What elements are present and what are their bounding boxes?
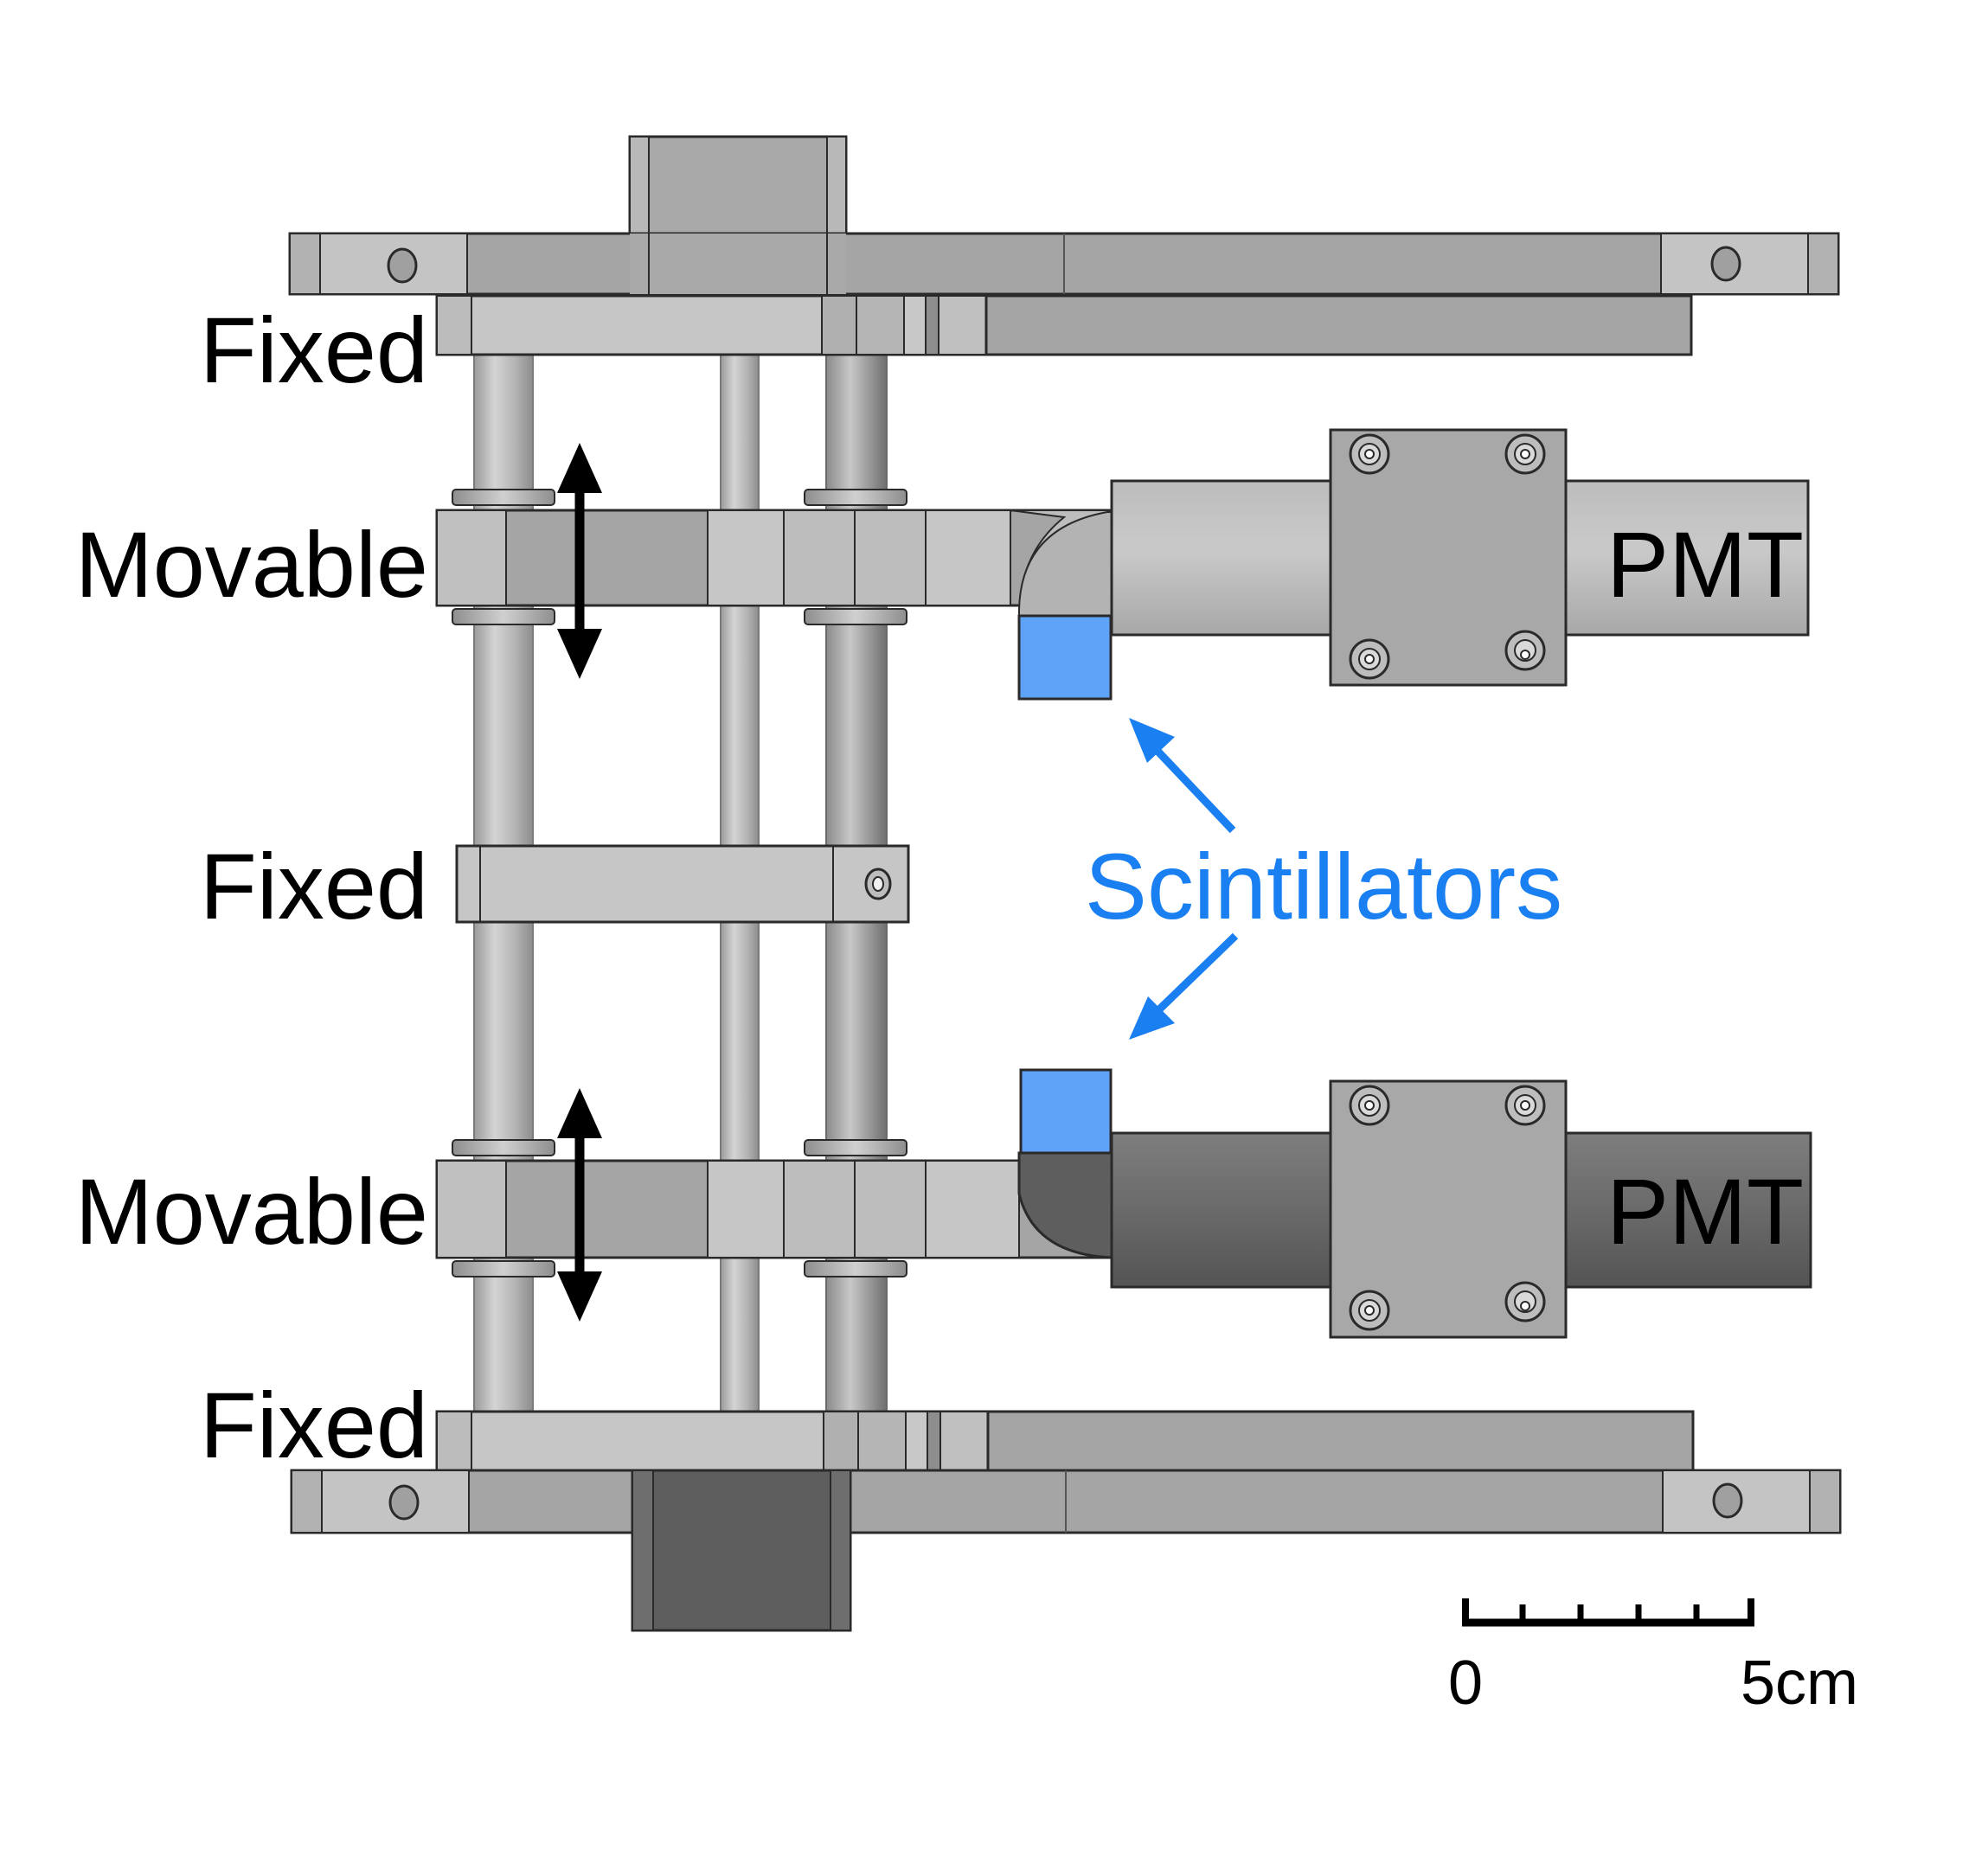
pointer-arrow-up: [1129, 718, 1236, 834]
label-fixed-middle: Fixed: [200, 834, 428, 938]
scale-label-end: 5cm: [1741, 1649, 1858, 1718]
screw-icon: [1504, 1085, 1546, 1126]
movable-arrow-top: [557, 443, 602, 679]
label-pmt-top: PMT: [1606, 512, 1804, 617]
movable-arrow-bottom: [557, 1088, 602, 1322]
screw-icon: [1349, 638, 1390, 680]
movable-arm-bottom: [435, 1139, 1113, 1277]
scintillator-bottom: [1019, 1068, 1113, 1155]
screw-icon: [1504, 433, 1546, 475]
pmt-top: [1110, 428, 1810, 687]
label-fixed-top: Fixed: [200, 298, 428, 402]
bottom-fixed-plate: [290, 1410, 1842, 1632]
label-movable-bottom: Movable: [75, 1159, 428, 1264]
middle-fixed-plate: [455, 844, 910, 924]
bolt-hole: [1710, 246, 1741, 282]
screw-icon: [1349, 1085, 1390, 1126]
label-movable-top: Movable: [75, 512, 428, 617]
bolt-hole: [388, 1484, 420, 1521]
scale-label-start: 0: [1448, 1649, 1483, 1718]
screw-icon: [1349, 1290, 1390, 1331]
pmt-bottom: [1110, 1079, 1812, 1339]
bottom-mount-block: [631, 1469, 852, 1632]
scintillator-top: [1017, 614, 1113, 701]
pointer-arrow-down: [1129, 932, 1239, 1040]
label-pmt-bottom: PMT: [1606, 1159, 1804, 1264]
screw-icon: [1349, 433, 1390, 475]
screw-icon: [1504, 1281, 1546, 1322]
screw-icon: [1504, 630, 1546, 671]
bolt-hole: [1712, 1482, 1743, 1519]
label-scintillators: Scintillators: [1085, 834, 1562, 938]
top-fixed-plate: [288, 135, 1840, 356]
movable-arm-top: [435, 489, 1113, 625]
scale-bar: 0 5cm: [1448, 1598, 1858, 1718]
label-fixed-bottom: Fixed: [200, 1373, 428, 1477]
bolt-hole: [387, 247, 418, 284]
